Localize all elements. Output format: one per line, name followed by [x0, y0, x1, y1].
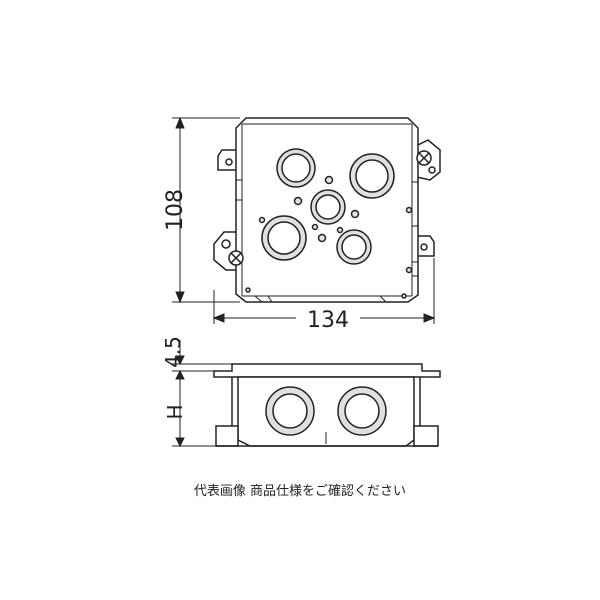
dimension-width: [212, 258, 436, 324]
side-flange: [213, 363, 441, 378]
box-inner-outline: [241, 123, 413, 297]
side-foot-left: [215, 425, 239, 447]
dimension-width-label: 134: [307, 308, 349, 333]
dimension-height: [172, 116, 240, 304]
knockout-bottom-left: [261, 215, 307, 261]
side-view: [213, 363, 441, 447]
knockout-top-right: [349, 153, 395, 199]
ear-hole: [221, 239, 231, 249]
side-knockout-right: [337, 386, 387, 436]
side-knockout-left: [265, 386, 315, 436]
ear-hole: [428, 166, 436, 174]
box-wall-detail: [236, 179, 418, 303]
dimension-side-height-label: H: [163, 404, 187, 419]
ear-hole: [420, 243, 428, 251]
screw-icon: [416, 150, 432, 166]
screw-icon: [228, 250, 244, 266]
dimension-flange-label: 4.5: [161, 336, 185, 368]
ear-hole: [225, 158, 233, 166]
knockout-top-left: [276, 148, 316, 188]
side-foot-right: [413, 425, 439, 447]
top-view: [213, 117, 441, 303]
dimension-height-label: 108: [163, 189, 188, 231]
small-holes: [245, 175, 413, 299]
dimension-side: [172, 340, 232, 448]
knockout-center: [310, 189, 346, 225]
caption-note: 代表画像 商品仕様をご確認ください: [193, 484, 407, 499]
knockout-bottom-right: [336, 229, 372, 265]
